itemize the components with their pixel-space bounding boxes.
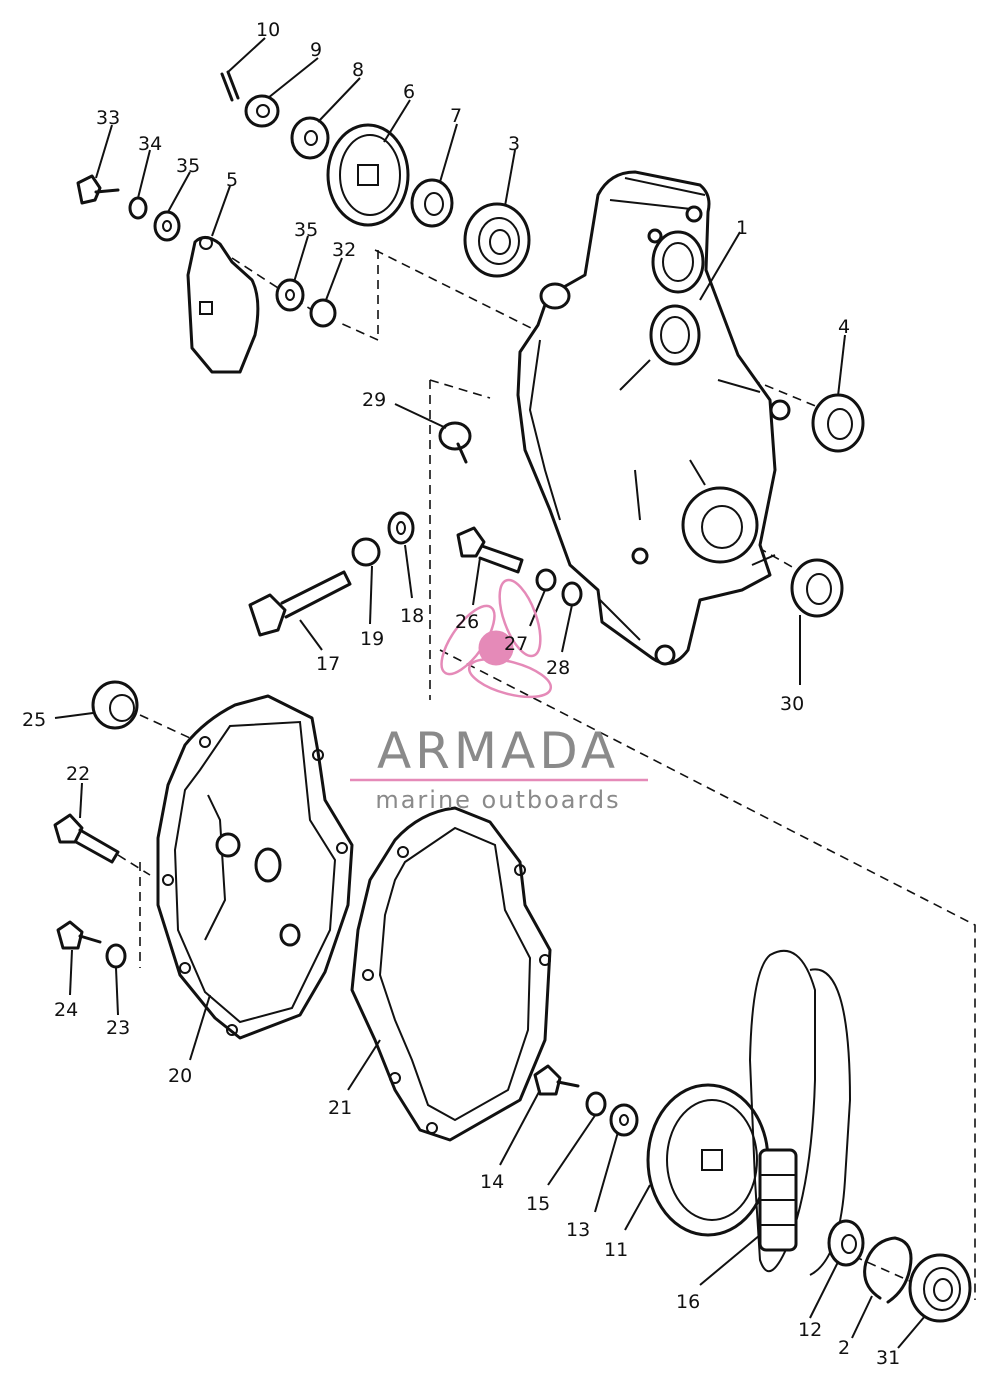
part-6-sprocket [326,123,410,227]
callout-35-lower: 35 [294,219,318,241]
part-9-nut [244,94,280,128]
callout-28: 28 [546,657,570,679]
part-25-oil-seal [91,680,139,730]
callout-5: 5 [226,169,238,191]
part-2-circlip [863,1236,913,1304]
callout-11: 11 [604,1239,628,1261]
callout-24: 24 [54,999,78,1021]
callout-8: 8 [352,59,364,81]
callout-31: 31 [876,1347,900,1369]
part-17-bolt [248,570,352,637]
part-3-bearing [463,202,531,278]
part-34-lock-washer [128,196,148,220]
callout-15: 15 [526,1193,550,1215]
part-7-collar [410,178,454,228]
brand-tagline: marine outboards [375,786,620,814]
part-21-gasket [350,806,552,1142]
callout-labels: 10 9 8 6 7 3 1 4 33 34 35 5 35 32 29 19 … [22,19,900,1369]
part-14-bolt [533,1064,580,1096]
part-8-washer [290,116,330,160]
part-1-gear-case [516,170,791,666]
callout-3: 3 [508,133,520,155]
callout-33: 33 [96,107,120,129]
part-16-chain [748,949,852,1276]
part-33-bolt [76,174,120,205]
part-22-bolt [53,813,120,864]
part-23-washer [105,943,127,969]
callout-26: 26 [455,611,479,633]
part-27-nut [535,568,557,592]
callout-14: 14 [480,1171,504,1193]
callout-19: 19 [360,628,384,650]
part-19-nut [351,537,381,567]
callout-18: 18 [400,605,424,627]
callout-7: 7 [450,105,462,127]
callout-35-upper: 35 [176,155,200,177]
part-18-washer [387,511,415,545]
part-35-washer-lower [275,278,305,312]
callout-25: 25 [22,709,46,731]
part-28-washer [561,581,583,607]
part-5-chain-guide [186,236,260,374]
callout-30: 30 [780,693,804,715]
armada-watermark: ARMADA marine outboards [350,578,648,814]
callout-34: 34 [138,133,162,155]
callout-12: 12 [798,1319,822,1341]
part-26-bolt [456,526,524,574]
part-20-cover [156,694,354,1040]
callout-6: 6 [403,81,415,103]
callout-9: 9 [310,39,322,61]
callout-10: 10 [256,19,280,41]
callout-32: 32 [332,239,356,261]
callout-13: 13 [566,1219,590,1241]
callout-21: 21 [328,1097,352,1119]
callout-23: 23 [106,1017,130,1039]
part-15-lock-washer [585,1091,607,1117]
callout-1: 1 [736,217,748,239]
callout-22: 22 [66,763,90,785]
callout-29: 29 [362,389,386,411]
callout-4: 4 [838,316,850,338]
part-32-nut [309,298,337,328]
callout-27: 27 [504,633,528,655]
part-31-bearing [908,1253,972,1323]
part-12-collar [827,1219,865,1267]
part-4-oil-seal [811,393,865,453]
callout-2: 2 [838,1337,850,1359]
callout-20: 20 [168,1065,192,1087]
brand-name: ARMADA [377,722,619,780]
part-11-sprocket [646,1083,770,1237]
callout-17: 17 [316,653,340,675]
part-24-bolt [56,920,102,950]
part-30-oil-seal [790,558,844,618]
part-35-washer-upper [153,210,181,242]
armada-propeller-logo [440,578,553,699]
part-13-washer [609,1103,639,1137]
callout-16: 16 [676,1291,700,1313]
part-29-grease-nipple [438,421,472,464]
part-10-cotter-pin [220,70,240,102]
leader-lines [54,37,926,1349]
